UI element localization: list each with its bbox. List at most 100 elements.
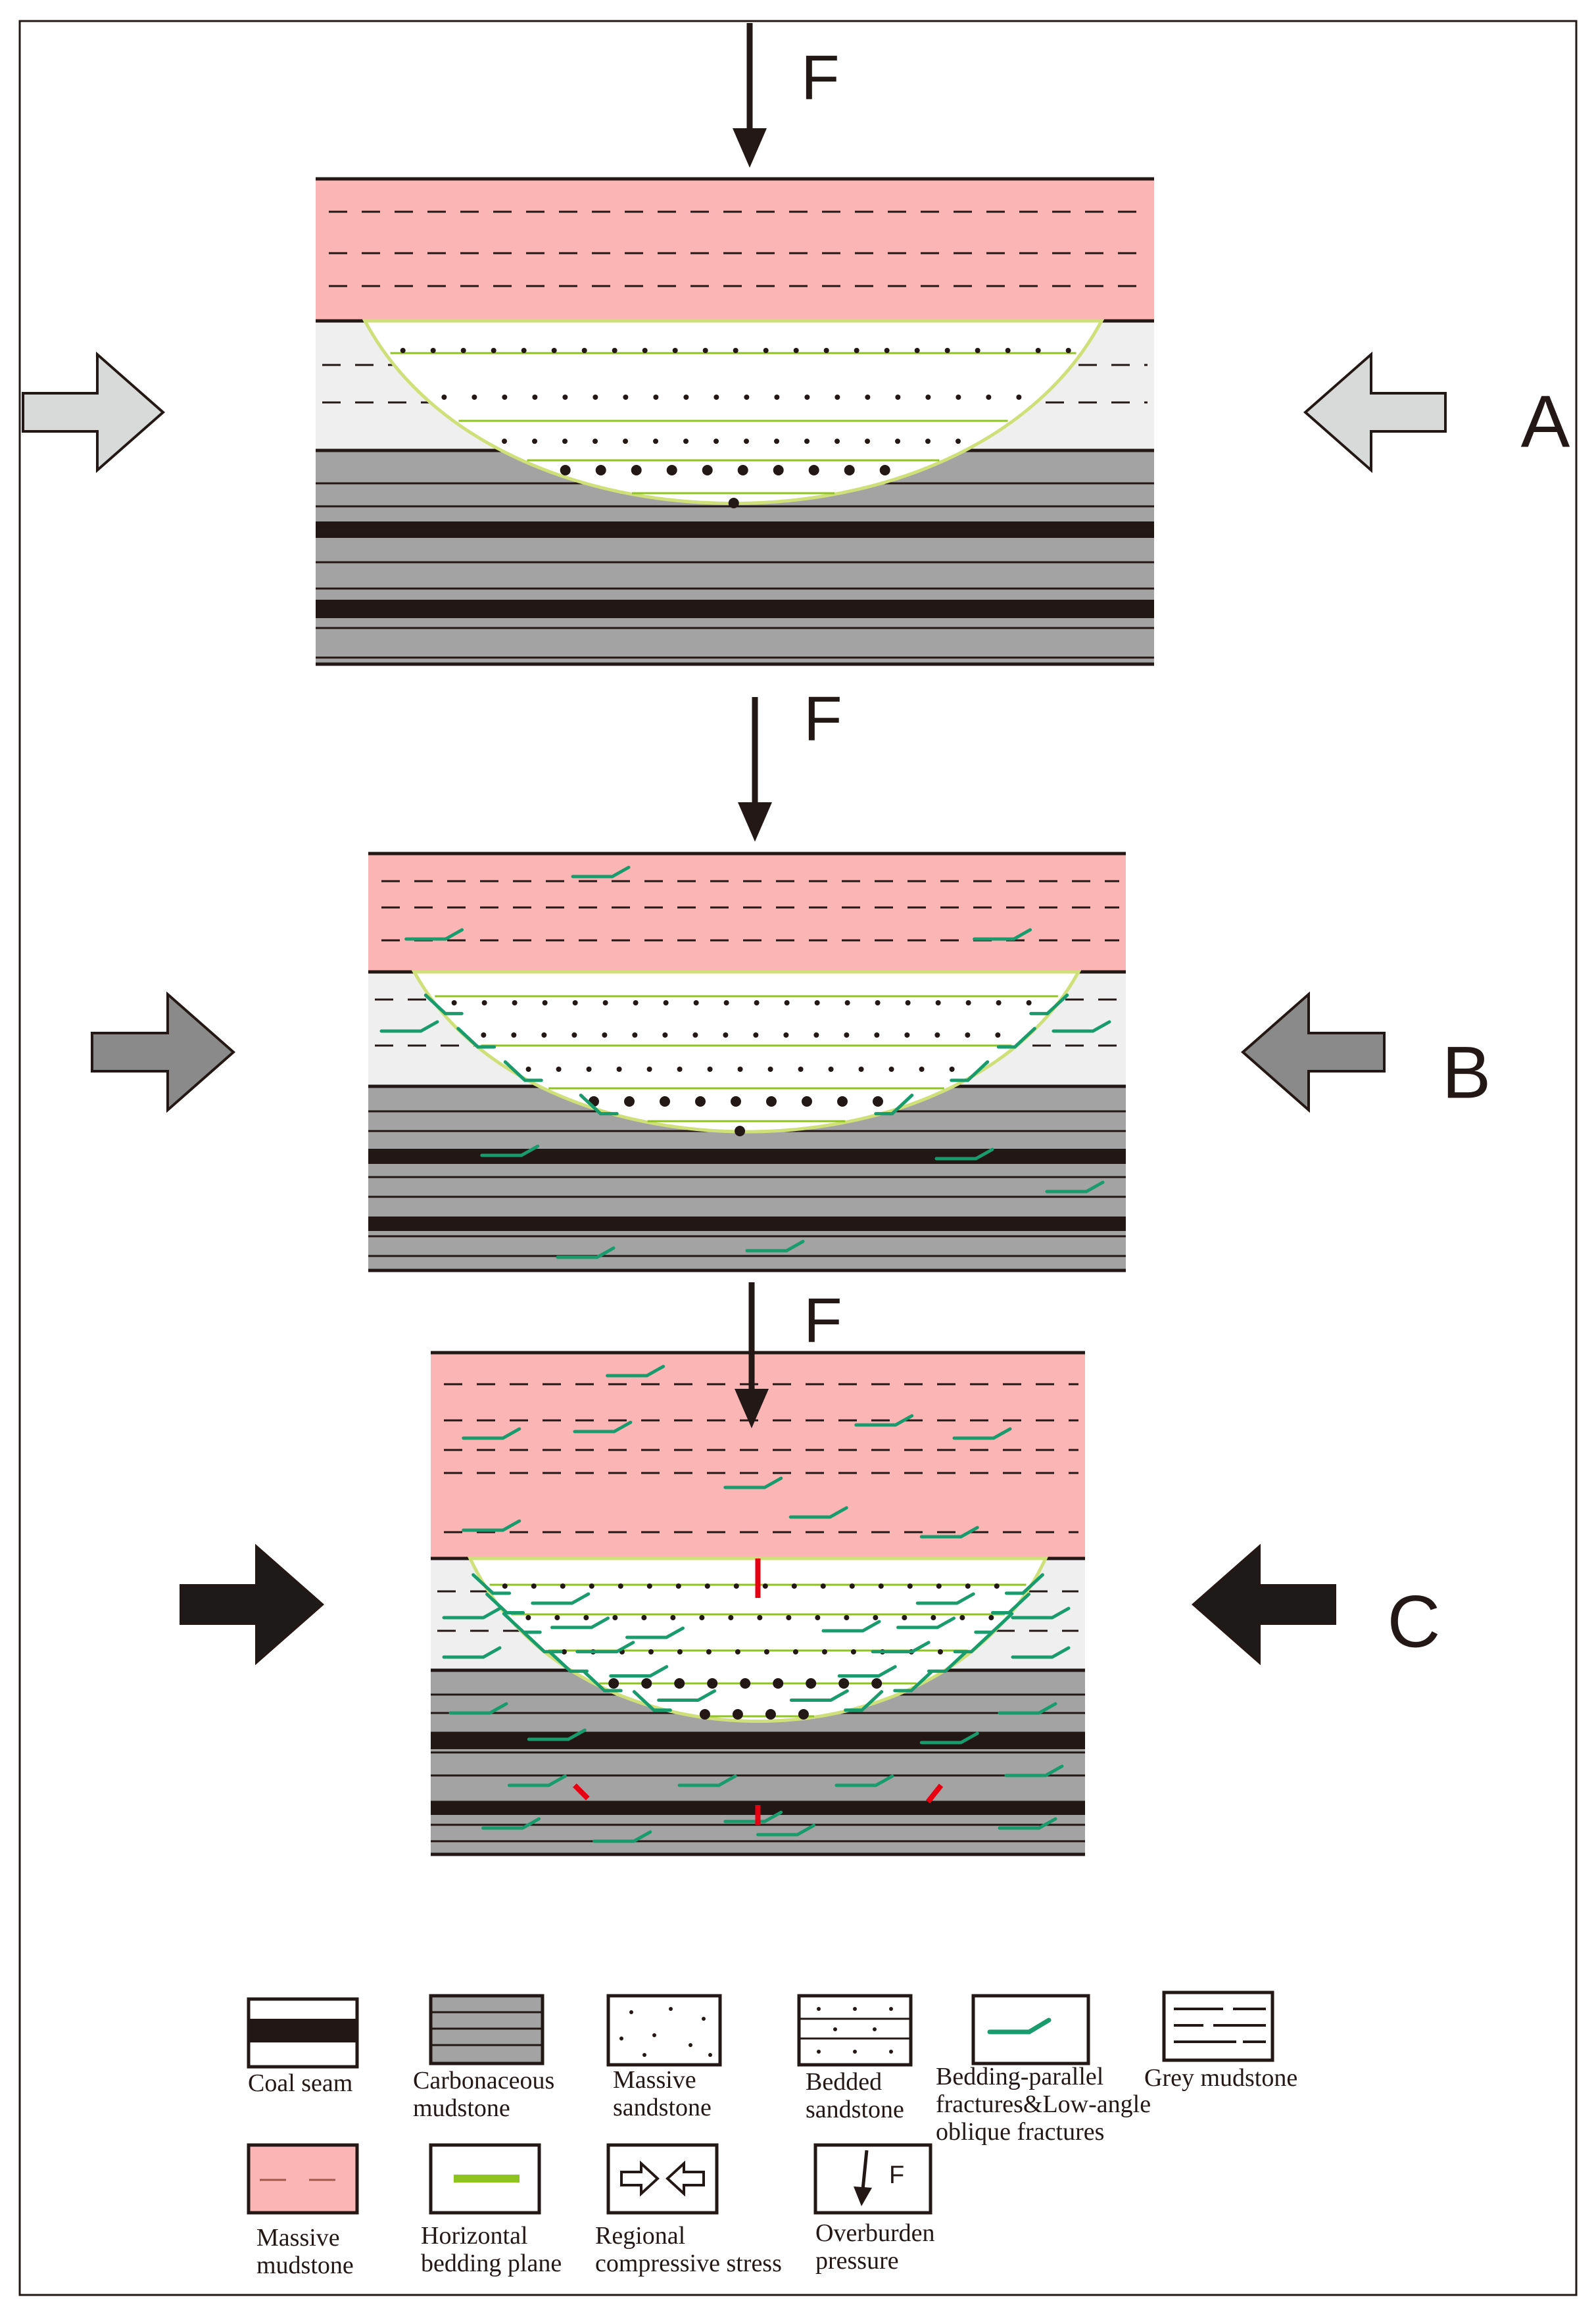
sand-grain xyxy=(632,1032,638,1038)
sand-grain xyxy=(602,1000,608,1005)
sand-grain xyxy=(783,1032,789,1038)
sand-grain xyxy=(581,348,587,353)
legend-horizontal-bedding-label-line: Horizontal xyxy=(421,2222,528,2250)
sand-grain xyxy=(481,1032,487,1038)
sand-grain xyxy=(502,439,508,444)
legend-overburden-icon-label: F xyxy=(889,2161,904,2189)
oblique-fracture xyxy=(632,1690,672,1712)
legend-regional-stress-label-line: compressive stress xyxy=(595,2250,782,2277)
oblique-fracture xyxy=(456,1026,496,1049)
sand-grain xyxy=(723,1032,729,1038)
sand-grain xyxy=(925,439,931,444)
fracture xyxy=(481,1817,541,1830)
sand-grain xyxy=(808,465,819,475)
sand-grain xyxy=(879,465,890,475)
force-label: F xyxy=(801,42,840,112)
oblique-fracture xyxy=(583,1670,623,1693)
sand-grain xyxy=(616,1067,622,1072)
sand-grain xyxy=(919,1067,925,1072)
figure-frame xyxy=(18,20,1578,2296)
sand-grain xyxy=(511,1032,517,1038)
sand-grain xyxy=(986,395,992,400)
sand-grain xyxy=(965,1583,971,1589)
fracture xyxy=(723,1476,783,1489)
sand-grain xyxy=(670,1615,676,1620)
sand-grain xyxy=(586,1067,592,1072)
sand-grain xyxy=(907,1583,913,1589)
oblique-fracture xyxy=(844,1690,884,1712)
sand-grain xyxy=(707,1678,718,1689)
sand-grain xyxy=(525,1067,531,1072)
sand-grain xyxy=(1026,1000,1032,1005)
sand-grain xyxy=(965,1032,971,1038)
fracture xyxy=(1011,1646,1071,1659)
sand-grain xyxy=(994,1583,1000,1589)
legend-horizontal-bedding-label-line: bedding plane xyxy=(421,2250,562,2277)
sand-grain xyxy=(732,1709,743,1720)
legend-bedded-dot xyxy=(817,2007,821,2011)
coal-seam-2 xyxy=(316,600,1154,618)
sand-grain xyxy=(702,465,713,475)
sand-grain xyxy=(648,1649,654,1654)
oblique-fracture xyxy=(423,993,464,1015)
fracture xyxy=(462,1519,521,1532)
fracture xyxy=(531,1592,591,1605)
fracture xyxy=(837,1665,897,1678)
sand-grain xyxy=(737,465,748,475)
sand-grain xyxy=(562,439,568,444)
sand-grain xyxy=(694,1096,706,1107)
sand-grain xyxy=(502,1583,508,1589)
sand-grain xyxy=(895,395,901,400)
fracture xyxy=(934,1147,994,1161)
fracture xyxy=(723,1810,783,1823)
legend-sand-dot xyxy=(642,2053,646,2057)
oblique-fracture xyxy=(990,1592,1030,1614)
sand-grain xyxy=(612,1615,618,1620)
overburden-arrow-head xyxy=(735,1389,769,1428)
fracture xyxy=(592,1830,652,1843)
sand-grain xyxy=(735,1126,746,1136)
legend-fracture-label-line: fractures&Low-angle xyxy=(936,2090,1151,2118)
sand-grain xyxy=(935,1000,941,1005)
sand-grain xyxy=(874,1032,880,1038)
sand-grain xyxy=(659,1096,670,1107)
legend-carbonaceous-label-line: Carbonaceous xyxy=(413,2067,554,2094)
sand-grain xyxy=(702,348,708,353)
legend-overburden-shaft xyxy=(861,2150,869,2190)
sand-grain xyxy=(706,1649,712,1654)
sand-grain xyxy=(561,1649,567,1654)
fracture xyxy=(821,1620,881,1633)
sand-grain xyxy=(773,465,784,475)
legend-overburden-label-line: Overburden xyxy=(815,2219,934,2247)
sand-grain xyxy=(683,439,689,444)
legend-sand-dot xyxy=(689,2043,692,2047)
fracture xyxy=(756,1823,815,1837)
sand-grain xyxy=(562,395,568,400)
sand-grain xyxy=(765,1096,777,1107)
sand-grain xyxy=(834,439,840,444)
fracture xyxy=(788,1506,848,1519)
fracture xyxy=(998,1817,1057,1830)
sand-grain xyxy=(849,1583,855,1589)
sand-grain xyxy=(677,1067,683,1072)
sand-grain xyxy=(737,1067,743,1072)
fracture xyxy=(915,1592,975,1605)
legend-coal-seam-label-line: Coal seam xyxy=(248,2069,352,2097)
sand-grain xyxy=(612,348,617,353)
sand-grain xyxy=(623,1096,635,1107)
sand-grain xyxy=(531,1583,537,1589)
sand-grain xyxy=(733,348,738,353)
fracture xyxy=(973,928,1032,941)
compressive-arrow-right xyxy=(1191,1543,1336,1666)
fracture xyxy=(404,928,464,941)
panel-letter: A xyxy=(1521,381,1570,463)
fracture xyxy=(442,1606,502,1620)
sand-grain xyxy=(865,395,871,400)
fracture xyxy=(998,1702,1057,1715)
fracture xyxy=(507,1774,567,1787)
sand-grain xyxy=(554,1615,560,1620)
